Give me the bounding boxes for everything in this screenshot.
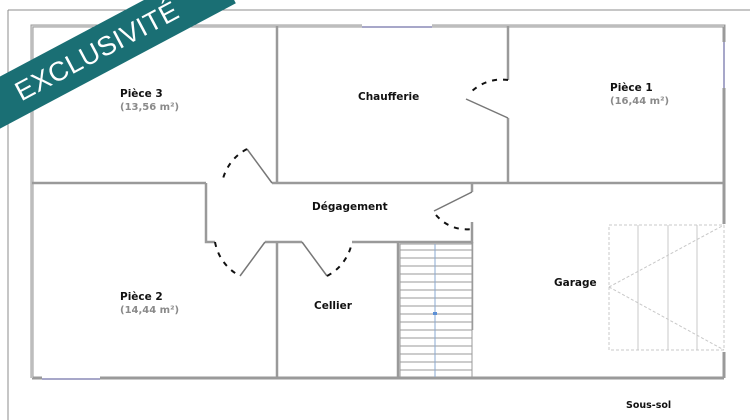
room-label-cellier: Cellier (314, 300, 352, 313)
door-cellier (301, 241, 353, 277)
room-label-piece-3: Pièce 3 (13,56 m²) (120, 88, 179, 114)
door-garage (433, 191, 473, 231)
room-area: (14,44 m²) (120, 305, 180, 316)
door-piece-2 (214, 241, 266, 277)
room-label-piece-1: Pièce 1 (16,44 m²) (610, 82, 669, 108)
room-name: Pièce 3 (120, 88, 163, 100)
room-name: Dégagement (312, 201, 388, 213)
doors (214, 78, 509, 277)
room-area: (13,56 m²) (120, 102, 180, 113)
staircase (399, 243, 473, 378)
floor-level-label: Sous-sol (626, 400, 672, 411)
room-area: (16,44 m²) (610, 96, 670, 107)
room-name: Cellier (314, 300, 352, 312)
property-boundary (7, 9, 750, 420)
door-chaufferie (465, 78, 509, 119)
room-label-chaufferie: Chaufferie (358, 91, 419, 104)
room-name: Garage (554, 277, 597, 289)
room-name: Chaufferie (358, 91, 420, 103)
windows (42, 26, 725, 380)
room-name: Pièce 2 (120, 291, 163, 303)
door-piece-3 (221, 148, 273, 184)
stair-arrow-icon (433, 312, 437, 315)
room-label-piece-2: Pièce 2 (14,44 m²) (120, 291, 179, 317)
room-label-degagement: Dégagement (312, 201, 388, 214)
room-label-garage: Garage (554, 277, 597, 290)
room-name: Pièce 1 (610, 82, 653, 94)
garage-steps (608, 224, 725, 351)
